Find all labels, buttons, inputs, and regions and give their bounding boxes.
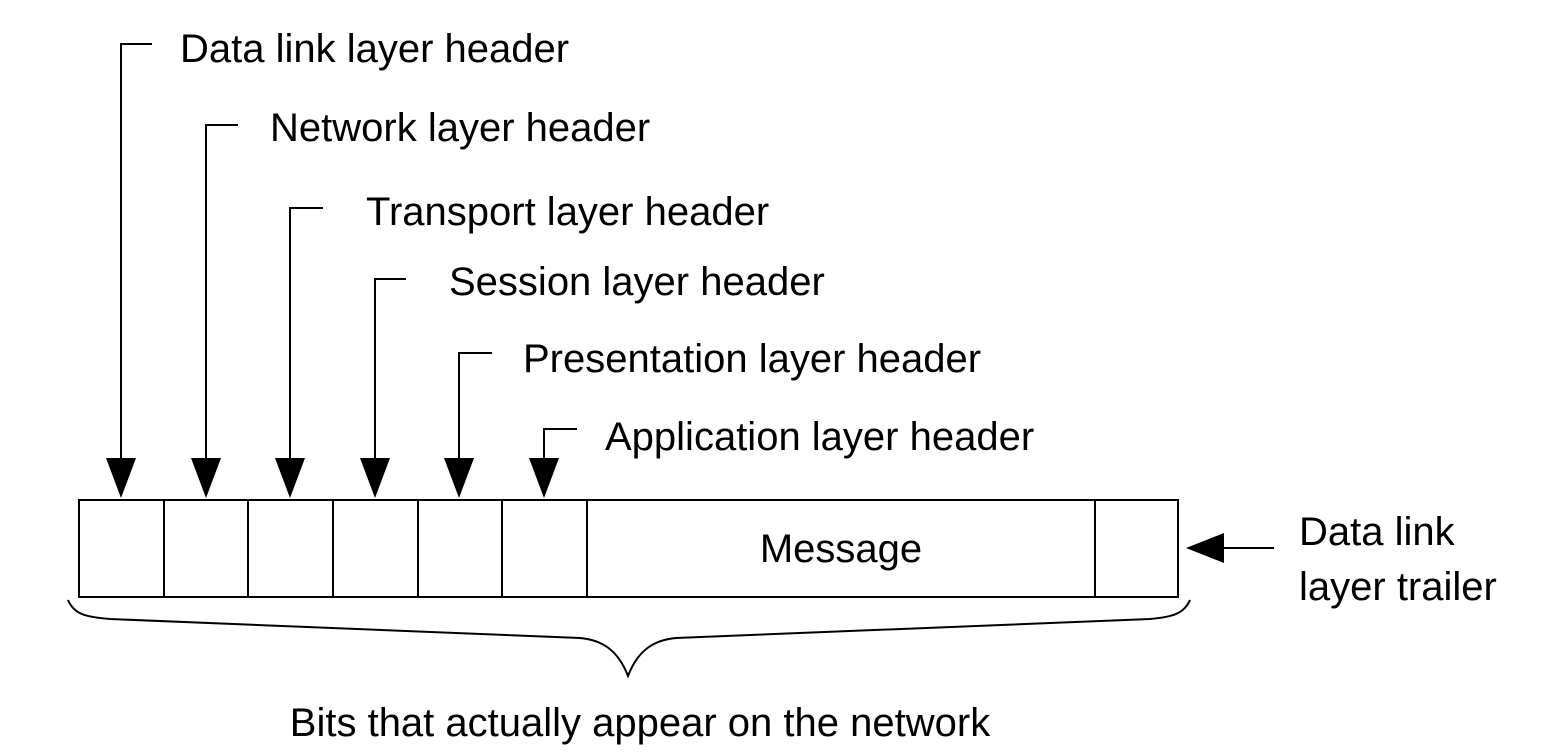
arrow-head — [275, 458, 305, 498]
arrow-head — [1186, 533, 1224, 563]
arrow-head — [444, 458, 474, 498]
bracket-brace — [67, 599, 1191, 679]
application-header-label: Application layer header — [605, 415, 1034, 459]
header-callout-data-link: Data link layer header — [106, 27, 569, 498]
leader-line — [543, 428, 577, 462]
leader-line — [289, 207, 323, 462]
presentation-header-label: Presentation layer header — [523, 337, 981, 381]
session-header-label: Session layer header — [449, 260, 825, 304]
trailer-label-line1: Data link — [1299, 510, 1456, 554]
header-callout-application: Application layer header — [529, 415, 1034, 498]
header-callout-network: Network layer header — [191, 106, 650, 498]
message-label: Message — [760, 527, 922, 571]
network-header-label: Network layer header — [270, 106, 650, 150]
transport-header-label: Transport layer header — [366, 190, 769, 234]
data-link-header-label: Data link layer header — [180, 27, 569, 71]
network-bits-caption: Bits that actually appear on the network — [290, 701, 991, 745]
trailer-label-line2: layer trailer — [1299, 565, 1497, 609]
arrow-head — [529, 458, 559, 498]
arrow-head — [360, 458, 390, 498]
header-callout-session: Session layer header — [360, 260, 825, 498]
arrow-head — [106, 458, 136, 498]
leader-line — [458, 352, 492, 462]
leader-line — [205, 124, 238, 462]
arrow-head — [191, 458, 221, 498]
header-callout-presentation: Presentation layer header — [444, 337, 981, 498]
frame: Message — [78, 499, 1179, 598]
frame-outline — [78, 499, 1179, 598]
leader-line — [120, 43, 152, 462]
leader-line — [374, 278, 406, 462]
trailer-callout: Data link layer trailer — [1186, 510, 1497, 609]
header-callout-transport: Transport layer header — [275, 190, 769, 498]
